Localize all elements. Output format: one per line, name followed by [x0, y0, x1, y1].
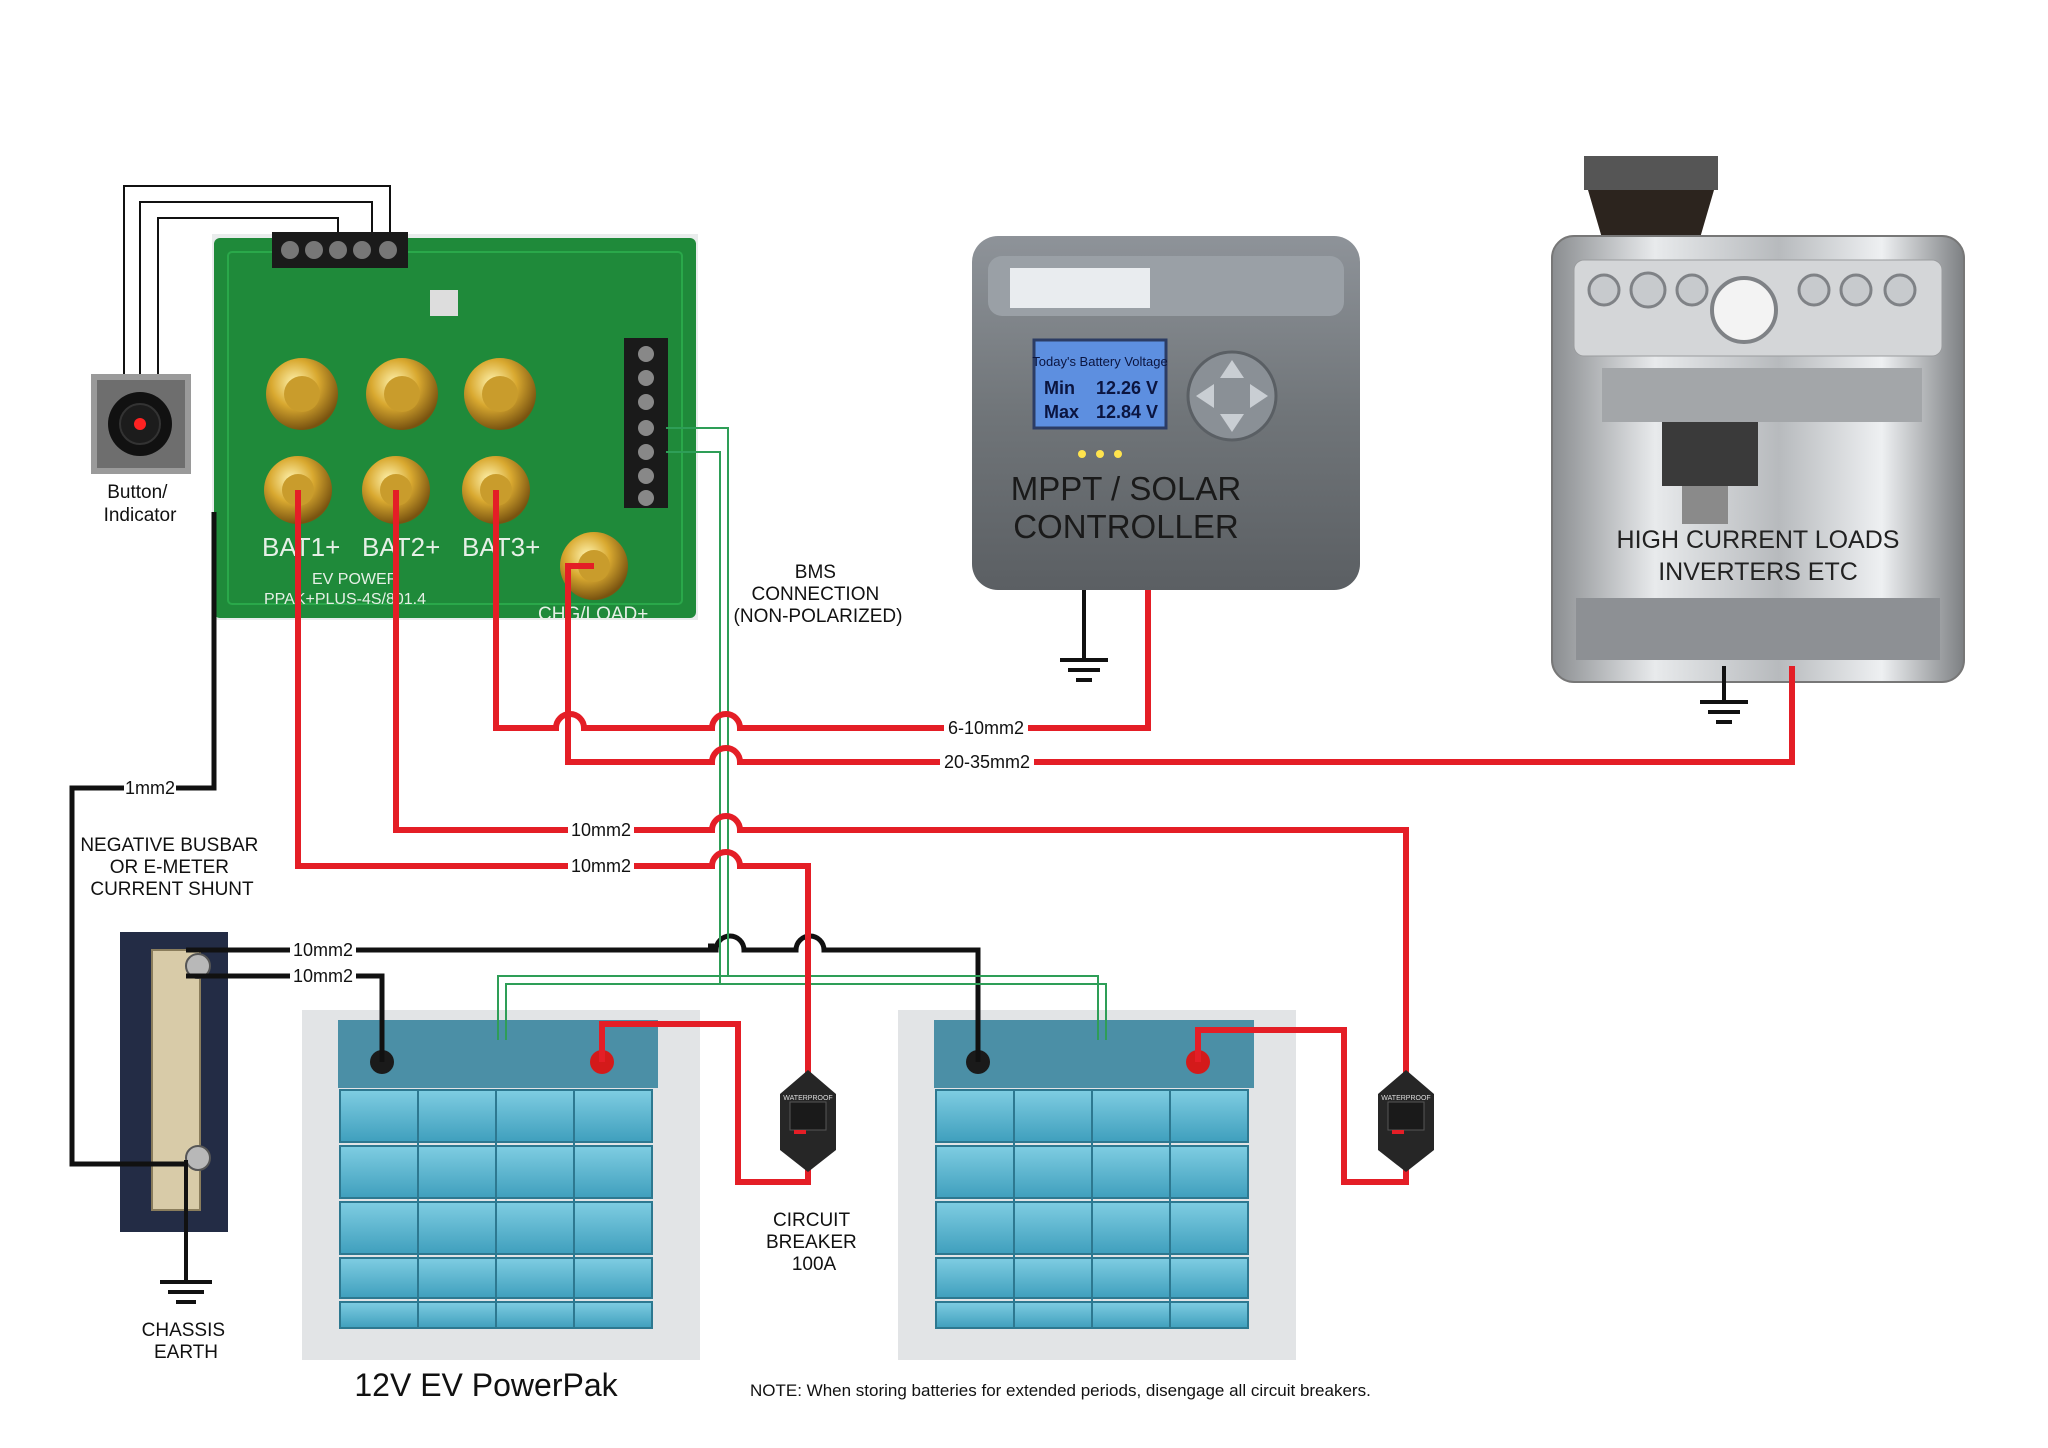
bms-label-2: CONNECTION	[751, 584, 879, 605]
terminal-bat3: BAT3+	[462, 532, 540, 562]
terminal-chg-load: CHG/LOAD+	[538, 604, 648, 625]
mppt-label-1: MPPT / SOLAR	[1011, 470, 1241, 507]
board-model: PPAK+PLUS-4S/801.4	[264, 591, 426, 608]
busbar-label-2: OR E-METER	[110, 857, 229, 878]
positive-wires	[295, 490, 1795, 1185]
indicator-led	[134, 418, 146, 430]
indicator-signal-wires	[123, 185, 391, 378]
terminal-bat1: BAT1+	[262, 532, 340, 562]
high-current-label-2: INVERTERS ETC	[1658, 558, 1858, 586]
board-studs-top	[266, 358, 536, 430]
load-ground-icon	[1700, 666, 1748, 724]
svg-text:NEGATIVE BUSBAR OR E-MET: NEGATIVE BUSBAR OR E-METER CURRENT SHUNT	[80, 835, 263, 900]
svg-text:CIRCUIT BREAKER 100A: CIRCUIT BREAKER 100A	[766, 1210, 862, 1275]
terminal-bat2: BAT2+	[362, 532, 440, 562]
mppt-ground-icon	[1060, 590, 1108, 682]
negative-wires	[69, 512, 981, 1167]
wire-label-load: 20-35mm2	[944, 752, 1030, 772]
svg-text:BMS CONNECTION (NON-PO: BMS CONNECTION (NON-POLARIZED)	[734, 562, 903, 627]
mppt-label-2: CONTROLLER	[1013, 508, 1239, 545]
bms-label-1: BMS	[795, 562, 836, 583]
high-current-label-1: HIGH CURRENT LOADS	[1617, 526, 1900, 554]
busbar-label-3: CURRENT SHUNT	[90, 879, 254, 900]
breaker-1-text: WATERPROOF	[783, 1095, 832, 1102]
circuit-breaker-2: WATERPROOF	[1378, 1070, 1434, 1172]
button-indicator: Button/ Indicator	[91, 185, 391, 526]
circuit-breaker-1: WATERPROOF	[780, 1070, 836, 1172]
svg-text:Button/ Indicator: Button/ Indicator	[104, 482, 178, 526]
mppt-display-max-value: 12.84 V	[1096, 402, 1158, 422]
button-indicator-label-2: Indicator	[104, 505, 178, 526]
bms-wires	[497, 427, 1107, 1040]
button-indicator-label-1: Button/	[107, 482, 168, 503]
mppt-display-max-label: Max	[1044, 402, 1079, 422]
negative-busbar-shunt: NEGATIVE BUSBAR OR E-METER CURRENT SHUNT	[80, 835, 263, 1232]
mppt-display-min-label: Min	[1044, 378, 1075, 398]
high-current-loads: HIGH CURRENT LOADS INVERTERS ETC	[1551, 156, 1965, 724]
mppt-display-title: Today's Battery Voltage	[1032, 354, 1167, 369]
breaker-label-2: BREAKER	[766, 1232, 857, 1253]
wire-label-mppt: 6-10mm2	[948, 718, 1024, 738]
breaker-label-1: CIRCUIT	[773, 1210, 850, 1231]
wire-label-signal: 1mm2	[125, 778, 175, 798]
wire-label-neg-a: 10mm2	[293, 940, 353, 960]
chassis-earth: CHASSIS EARTH	[142, 1160, 231, 1363]
breaker-2-text: WATERPROOF	[1381, 1095, 1430, 1102]
board-brand: EV POWER	[312, 571, 398, 588]
wire-label-neg-b: 10mm2	[293, 966, 353, 986]
svg-text:CHASSIS EARTH: CHASSIS EARTH	[142, 1320, 231, 1363]
chassis-earth-label-1: CHASSIS	[142, 1320, 225, 1341]
chassis-earth-label-2: EARTH	[154, 1342, 218, 1363]
powerpak-title: 12V EV PowerPak	[354, 1367, 618, 1403]
wire-label-bat1: 10mm2	[571, 856, 631, 876]
interface-board: BAT1+ BAT2+ BAT3+ CHG/LOAD+ EV POWER PPA…	[212, 232, 698, 625]
mppt-display-min-value: 12.26 V	[1096, 378, 1158, 398]
wire-label-bat2: 10mm2	[571, 820, 631, 840]
battery-pack-1	[302, 1010, 700, 1360]
battery-pack-2	[898, 1010, 1296, 1360]
bms-label-3: (NON-POLARIZED)	[734, 606, 903, 627]
breaker-label-3: 100A	[792, 1254, 837, 1275]
busbar-label-1: NEGATIVE BUSBAR	[80, 835, 258, 856]
wire-labels: 6-10mm2 20-35mm2 10mm2 10mm2 1mm2 10mm2 …	[124, 716, 1034, 986]
chassis-ground-icon	[160, 1160, 212, 1304]
storage-note: NOTE: When storing batteries for extende…	[750, 1381, 1371, 1400]
mppt-solar-controller: Today's Battery Voltage Min 12.26 V Max …	[972, 236, 1360, 682]
mppt-dpad	[1186, 350, 1278, 442]
